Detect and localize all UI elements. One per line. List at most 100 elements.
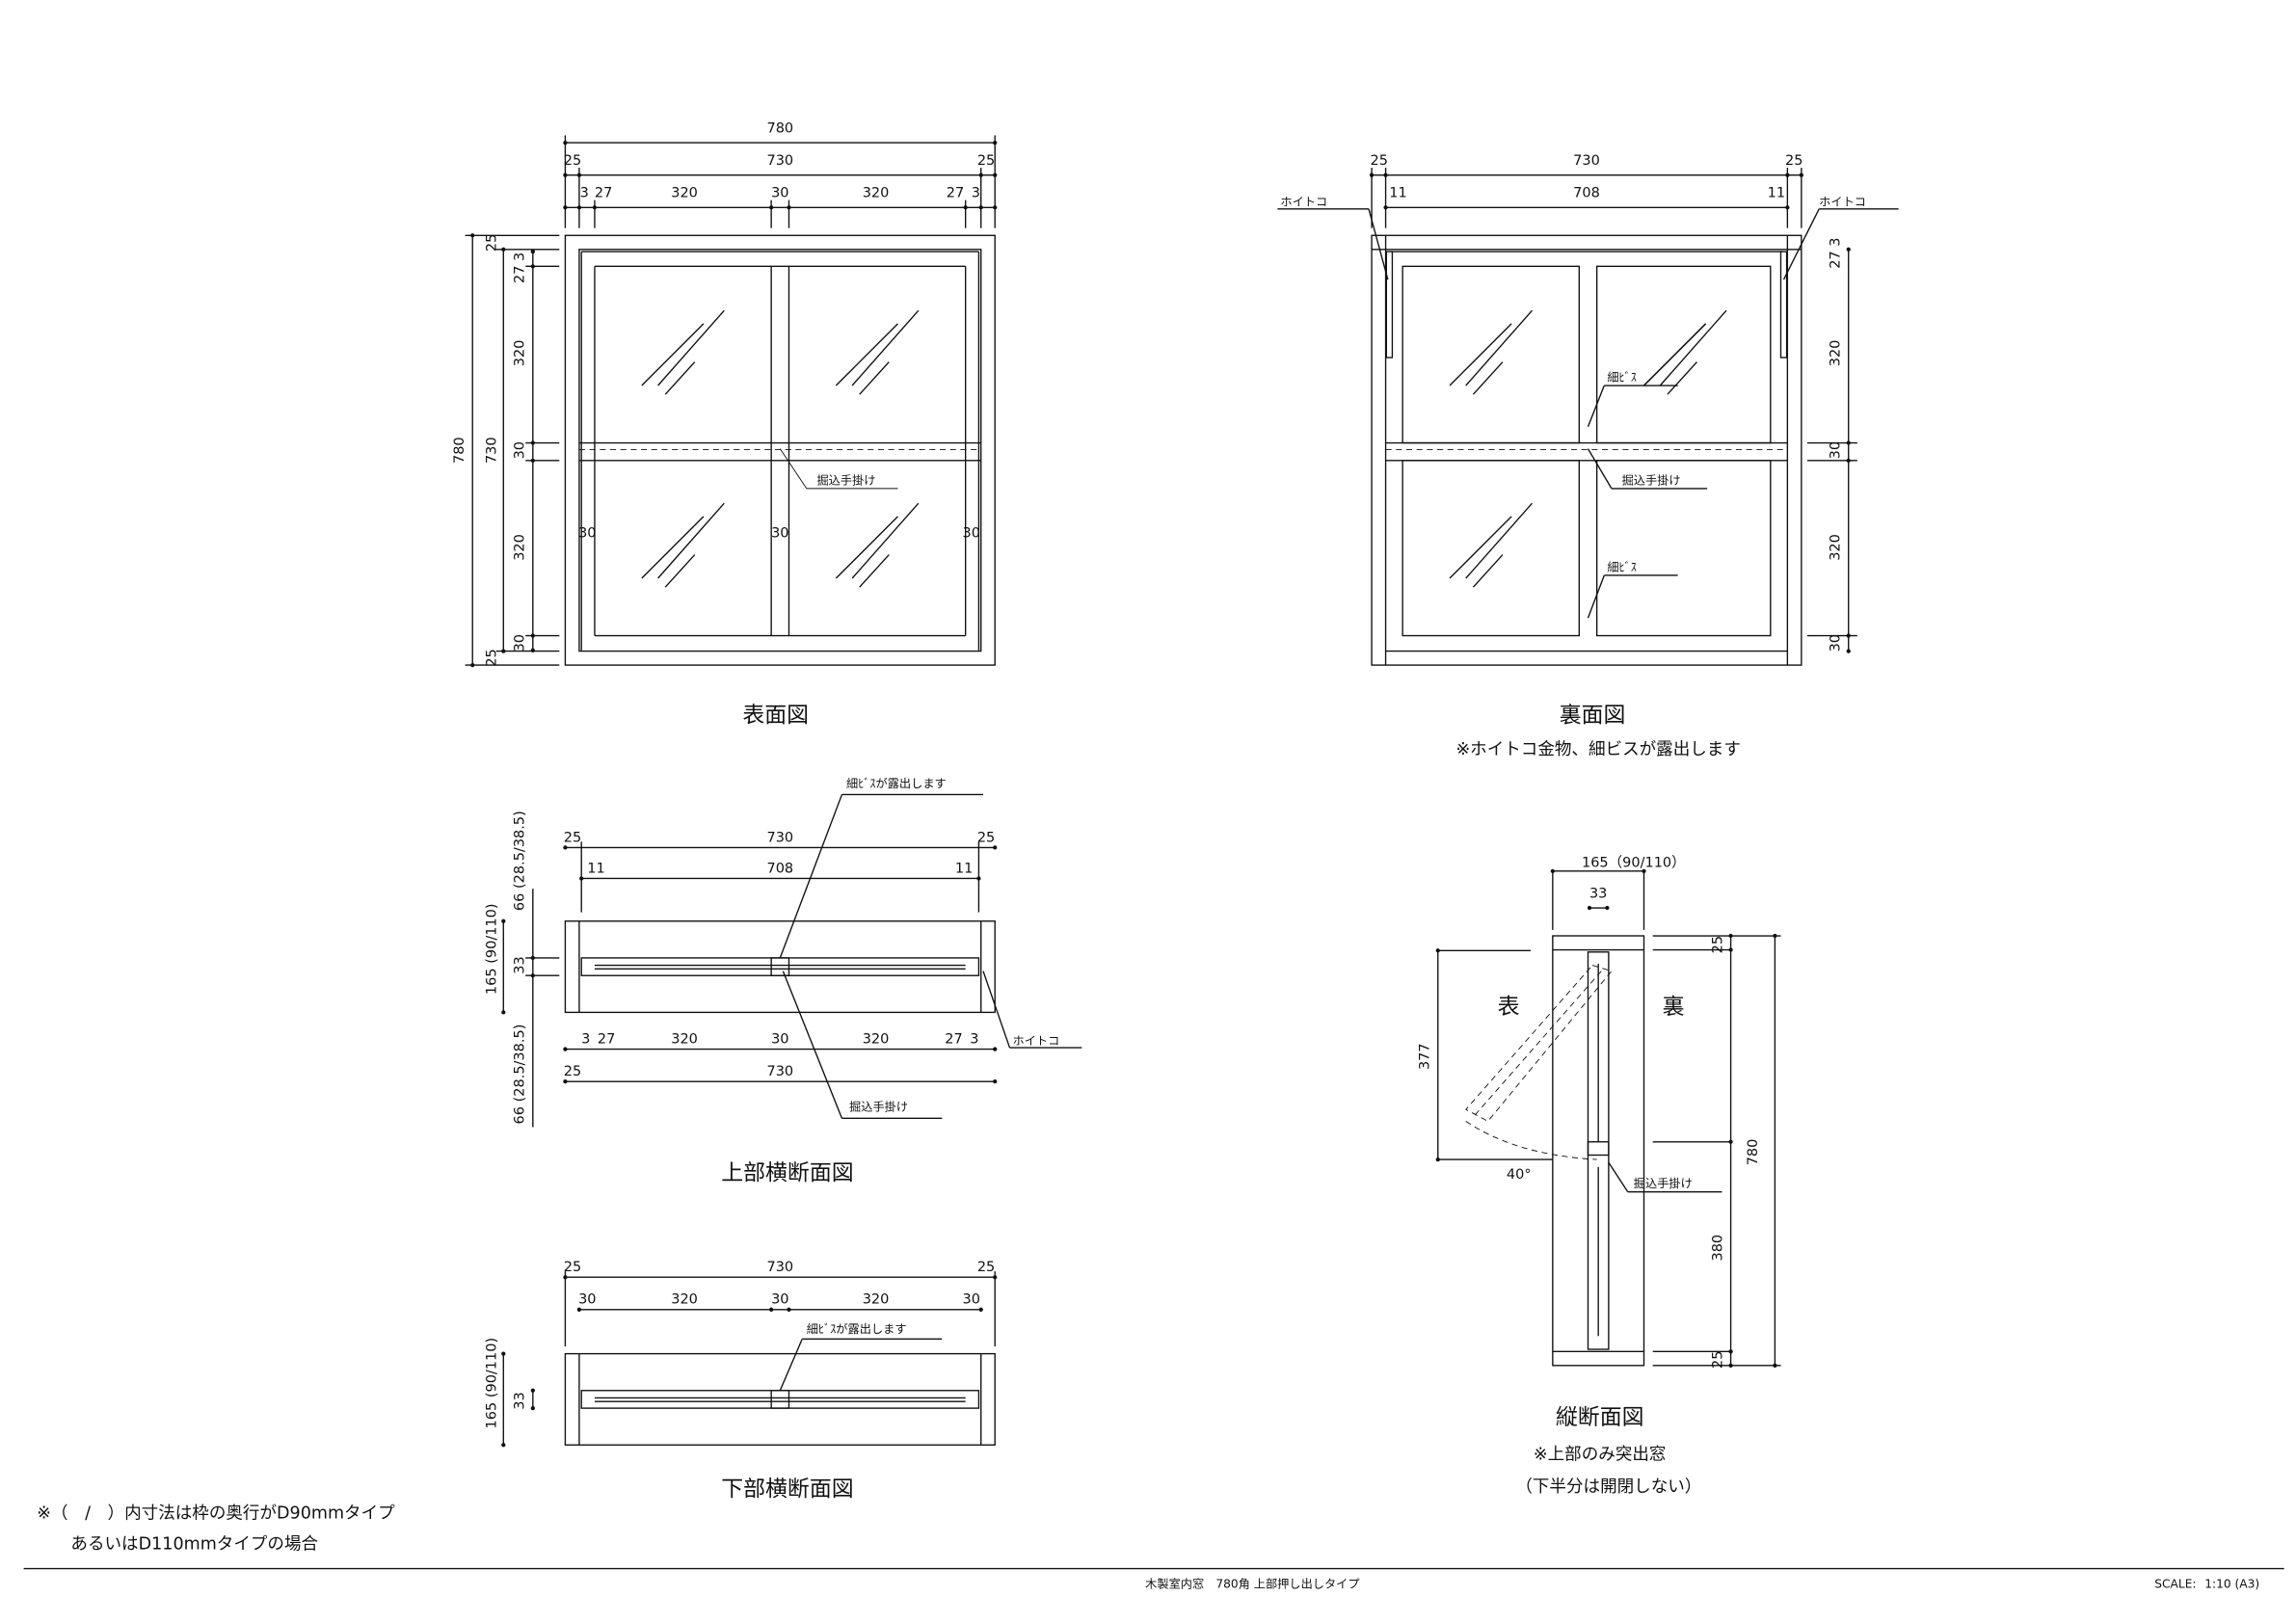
dimension-dot — [978, 205, 983, 210]
dimension-label: 25 — [564, 830, 581, 845]
dimension-label: 730 — [766, 153, 793, 169]
callout-label: 細ﾋﾞｽが露出します — [846, 776, 947, 790]
callout-label: 細ﾋﾞｽが露出します — [807, 1321, 907, 1336]
dimension-dot — [1846, 440, 1851, 445]
dimension-dot — [530, 955, 535, 961]
dimension-dot — [1846, 247, 1851, 252]
bottom-cross-section — [502, 1271, 996, 1446]
scale-label: SCALE: — [2154, 1577, 2196, 1590]
dimension-dot — [1383, 173, 1388, 177]
callout-label: 細ﾋﾞｽ — [1607, 370, 1637, 384]
dimension-label: 165 (90/110) — [485, 1338, 500, 1429]
dimension-dot — [576, 1307, 582, 1312]
dimension-dot — [501, 649, 506, 653]
dimension-dot — [1728, 1139, 1733, 1144]
dimension-dot — [1435, 1157, 1440, 1162]
dimension-dot — [501, 918, 506, 923]
dimension-dot — [530, 440, 535, 445]
dimension-label: 27 — [595, 186, 612, 201]
dimension-label: 320 — [513, 534, 528, 561]
dimension-label: 33 — [513, 1392, 528, 1409]
view-title: 縦断面図 — [1556, 1405, 1644, 1430]
dimension-label: 25 — [564, 153, 581, 169]
view-note: （下半分は開閉しない） — [1515, 1477, 1701, 1497]
top-cross-section — [502, 793, 1082, 1128]
dimension-label: 780 — [1746, 1139, 1761, 1166]
dimension-dot — [1369, 173, 1375, 177]
hardware-label: ホイトコ — [1280, 196, 1327, 209]
dimension-dot — [1846, 458, 1851, 464]
dimension-dot — [1728, 1363, 1733, 1368]
dimension-dot — [993, 1079, 998, 1084]
dimension-dot — [1383, 205, 1388, 210]
hardware-label: ホイトコ — [1819, 196, 1866, 209]
dimension-label: 30 — [513, 441, 528, 459]
dimension-dot — [993, 845, 998, 850]
dimension-label: 25 — [485, 649, 500, 666]
dimension-label: 27 — [598, 1031, 615, 1047]
dimension-label: 27 3 — [1829, 237, 1844, 268]
dimension-dot — [563, 1047, 568, 1051]
dimension-label: 27 — [947, 186, 964, 201]
dimension-label: 25 — [1785, 153, 1802, 169]
dimension-label: 780 — [766, 120, 793, 136]
dimension-label: 27 3 — [513, 253, 528, 283]
dimension-label: 11 — [1389, 186, 1406, 201]
back-view — [1277, 168, 1899, 666]
dimension-dot — [1642, 868, 1646, 873]
callout-label: 掘込手掛け — [1634, 1176, 1693, 1190]
dimension-dot — [993, 1047, 998, 1051]
dimension-label: 3 — [580, 186, 589, 201]
dimension-dot — [978, 1307, 983, 1312]
dimension-label: 3 — [970, 1031, 978, 1047]
dimension-label: 708 — [766, 861, 793, 876]
dimension-dot — [1728, 1349, 1733, 1354]
dimension-dot — [1846, 649, 1851, 653]
dimension-label: 25 — [977, 830, 995, 845]
dimension-label: 377 — [1418, 1043, 1433, 1070]
dimension-dot — [993, 140, 998, 146]
dimension-dot — [563, 173, 568, 177]
side-label: 表 — [1498, 995, 1520, 1020]
dimension-dot — [1728, 933, 1733, 939]
dimension-dot — [470, 233, 475, 238]
dimension-label: 320 — [863, 186, 890, 201]
dimension-label: 11 — [587, 861, 604, 876]
callout-label: 細ﾋﾞｽ — [1607, 560, 1637, 573]
dimension-label: 380 — [1710, 1235, 1725, 1262]
dimension-dot — [530, 648, 535, 652]
dimension-dot — [769, 1307, 774, 1312]
view-note: ※ホイトコ金物、細ビスが露出します — [1455, 740, 1740, 759]
dimension-label: 66 (28.5/38.5) — [513, 811, 528, 911]
dimension-label: 30 — [771, 525, 788, 541]
dimension-label: 25 — [977, 153, 995, 169]
dimension-dot — [530, 264, 535, 269]
dimension-dot — [501, 1443, 506, 1448]
dimension-dot — [563, 845, 568, 850]
dimension-label: 30 — [578, 525, 596, 541]
dimension-dot — [576, 173, 582, 177]
dimension-label: 25 — [1710, 936, 1725, 953]
dimension-dot — [1728, 947, 1733, 952]
dimension-label: 320 — [1829, 534, 1844, 561]
dimension-label: 25 — [1710, 1350, 1725, 1368]
view-title: 上部横断面図 — [721, 1160, 853, 1185]
dimension-label: 11 — [955, 861, 973, 876]
dimension-dot — [563, 140, 568, 146]
dimension-dot — [963, 205, 968, 210]
view-title: 裏面図 — [1560, 704, 1626, 729]
dimension-label: 30 — [771, 1031, 788, 1047]
dimension-dot — [1785, 205, 1790, 210]
dimension-dot — [976, 876, 981, 881]
hardware-label: ホイトコ — [1013, 1034, 1060, 1048]
dimension-label: 11 — [1768, 186, 1785, 201]
dimension-label: 3 — [972, 186, 980, 201]
dimension-dot — [1773, 1363, 1777, 1368]
dimension-label: 40° — [1507, 1167, 1532, 1183]
dimension-dot — [978, 173, 983, 177]
dimension-label: 30 — [578, 1292, 596, 1308]
dimension-label: 320 — [513, 340, 528, 367]
dimension-dot — [530, 973, 535, 978]
dimension-dot — [563, 1275, 568, 1280]
